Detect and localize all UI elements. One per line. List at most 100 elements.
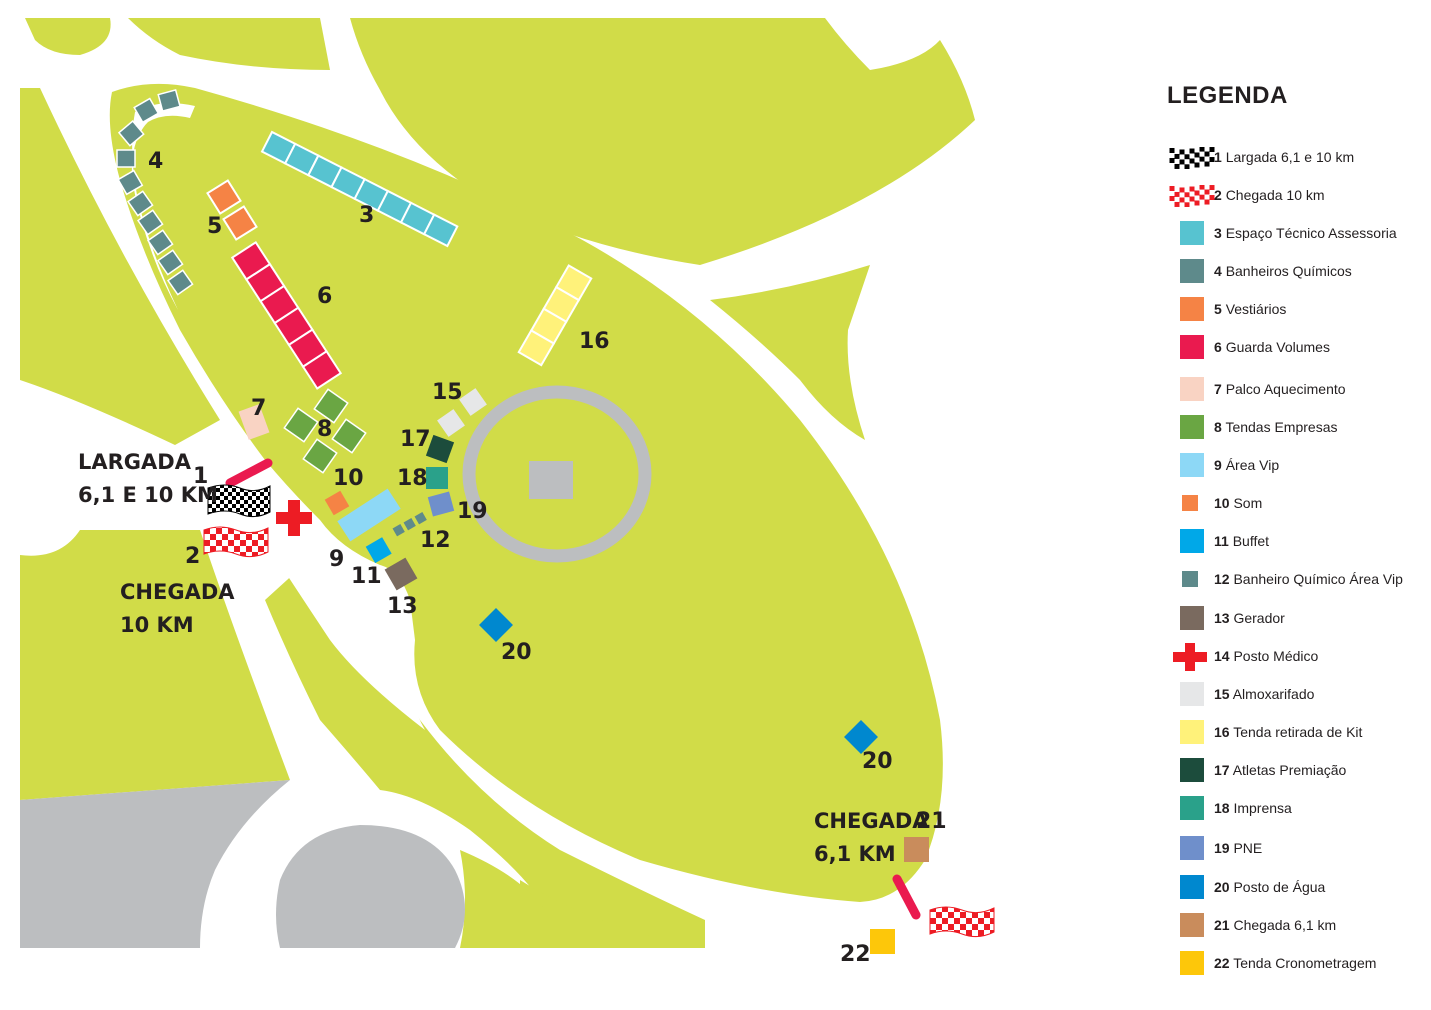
legend-swatch-icon — [1168, 220, 1214, 246]
legend-item-14: 14 Posto Médico — [1168, 643, 1423, 671]
flag-checkered-red-icon — [1168, 182, 1215, 208]
label-17: 17 — [400, 427, 431, 452]
legend-item-19: 19 PNE — [1168, 835, 1423, 861]
flag-finish-10-icon — [203, 526, 269, 558]
grass-bottom-right-piece — [520, 880, 705, 948]
legend-title: LEGENDA — [1167, 82, 1288, 109]
legend-item-number: 17 — [1214, 762, 1230, 778]
legend-item-text: Tenda retirada de Kit — [1233, 724, 1363, 740]
legend-swatch-icon — [1168, 719, 1214, 745]
central-monument — [529, 461, 573, 499]
legend-item-15: 15 Almoxarifado — [1168, 681, 1423, 707]
legend-swatch — [1180, 836, 1204, 860]
legend-item-text: Vestiários — [1225, 301, 1287, 317]
legend-item-number: 3 — [1214, 225, 1222, 241]
legend-item-6: 6 Guarda Volumes — [1168, 334, 1423, 360]
legend-item-text: Palco Aquecimento — [1225, 381, 1346, 397]
grass-areas — [20, 18, 975, 948]
label-7: 7 — [251, 396, 266, 421]
legend-swatch-icon — [1168, 566, 1214, 592]
legend-swatch — [1180, 221, 1204, 245]
legend-item-label: 22 Tenda Cronometragem — [1214, 955, 1376, 971]
legend-item-text: PNE — [1233, 840, 1263, 856]
item-18-press — [426, 467, 448, 489]
item-7-warmup-stage — [238, 404, 270, 440]
label-6: 6 — [317, 284, 332, 309]
legend-swatch-icon — [1168, 681, 1214, 707]
legend-item-text: Buffet — [1232, 533, 1270, 549]
grass-bottom-mid — [460, 850, 560, 948]
legend-item-label: 9 Área Vip — [1214, 457, 1279, 473]
legend-item-label: 1 Largada 6,1 e 10 km — [1214, 149, 1354, 165]
label-chegada61-line1: CHEGADA — [814, 809, 929, 833]
item-4-toilets — [116, 89, 194, 296]
legend-swatch-icon — [1168, 912, 1214, 938]
legend-item-label: 16 Tenda retirada de Kit — [1214, 724, 1362, 740]
legend-item-text: Tenda Cronometragem — [1233, 955, 1377, 971]
label-9: 9 — [329, 547, 344, 572]
legend-item-number: 6 — [1214, 339, 1222, 355]
legend-swatch-icon — [1168, 490, 1214, 516]
legend-item-label: 20 Posto de Água — [1214, 879, 1325, 895]
plaza-bottom-oval — [276, 825, 465, 948]
label-16: 16 — [579, 329, 610, 354]
label-chegada10-line2: 10 KM — [120, 613, 194, 637]
legend-item-label: 17 Atletas Premiação — [1214, 762, 1346, 778]
legend-item-12: 12 Banheiro Químico Área Vip — [1168, 566, 1423, 592]
legend-swatch — [1180, 259, 1204, 283]
medical-cross-icon — [1168, 643, 1214, 671]
legend-item-text: Guarda Volumes — [1225, 339, 1330, 355]
label-22: 22 — [840, 942, 871, 967]
road-entrance — [235, 495, 425, 730]
legend-item-9: 9 Área Vip — [1168, 452, 1423, 478]
legend-swatch — [1180, 529, 1204, 553]
item-8-company-tents — [283, 388, 367, 474]
label-8: 8 — [317, 417, 332, 442]
plaza-bottom-left — [20, 780, 290, 948]
label-12: 12 — [420, 528, 451, 553]
legend-item-label: 4 Banheiros Químicos — [1214, 263, 1352, 279]
legend-item-text: Imprensa — [1233, 800, 1292, 816]
legend-item-text: Chegada 10 km — [1225, 187, 1325, 203]
legend-swatch-icon — [1168, 376, 1214, 402]
legend-item-number: 19 — [1214, 840, 1230, 856]
legend-item-text: Largada 6,1 e 10 km — [1225, 149, 1355, 165]
grass-right-strip — [710, 265, 870, 440]
legend-item-label: 6 Guarda Volumes — [1214, 339, 1330, 355]
legend-swatch-icon — [1168, 605, 1214, 631]
item-16-kit-tents — [517, 264, 593, 367]
legend-swatch — [1180, 796, 1204, 820]
legend-item-16: 16 Tenda retirada de Kit — [1168, 719, 1423, 745]
central-roundabout — [462, 385, 652, 563]
legend-item-number: 7 — [1214, 381, 1222, 397]
legend-item-label: 13 Gerador — [1214, 610, 1285, 626]
label-5: 5 — [207, 214, 222, 239]
legend-item-number: 18 — [1214, 800, 1230, 816]
item-6-lockers — [230, 240, 343, 390]
legend-item-number: 12 — [1214, 571, 1230, 587]
label-18: 18 — [397, 466, 428, 491]
grass-main-park — [109, 83, 943, 903]
item-3-tents — [260, 130, 459, 248]
grass-left-lower — [20, 530, 290, 800]
label-13: 13 — [387, 594, 418, 619]
item-12-vip-toilets — [392, 512, 427, 537]
legend-item-label: 10 Som — [1214, 495, 1262, 511]
legend-item-text: Banheiros Químicos — [1225, 263, 1352, 279]
label-10: 10 — [333, 466, 364, 491]
legend-item-1: 1 Largada 6,1 e 10 km — [1168, 144, 1423, 170]
item-9-vip-area — [337, 488, 401, 542]
legend-item-label: 18 Imprensa — [1214, 800, 1292, 816]
legend-item-number: 14 — [1214, 648, 1230, 664]
legend-item-number: 22 — [1214, 955, 1230, 971]
legend-item-label: 7 Palco Aquecimento — [1214, 381, 1346, 397]
legend-swatch-icon — [1168, 296, 1214, 322]
item-17-athletes-awards — [425, 434, 455, 464]
legend-item-18: 18 Imprensa — [1168, 795, 1423, 821]
legend-swatch-icon — [1168, 757, 1214, 783]
legend-swatch-icon — [1168, 258, 1214, 284]
label-15: 15 — [432, 380, 463, 405]
start-line — [225, 458, 273, 488]
item-21-finish-61 — [904, 837, 929, 862]
